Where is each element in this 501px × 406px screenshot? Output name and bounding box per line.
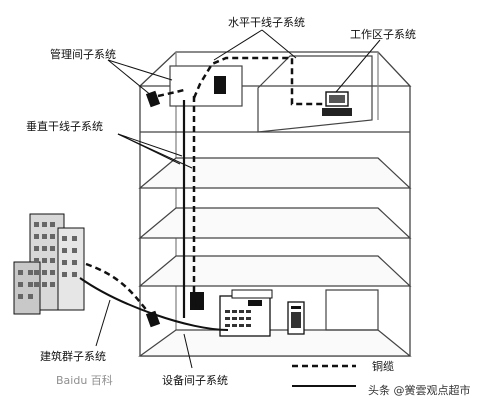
legend: 铜缆 [292,359,394,387]
horizontal-cable-run [192,56,330,106]
pbx-cabinet-icon [219,289,273,337]
label-horizontal: 水平干线子系统 [228,15,305,29]
patch-panel-top-icon [145,90,161,108]
floor-slab-4 [138,207,412,239]
campus-copper [85,262,149,313]
campus-cabling [79,262,229,331]
label-workarea: 工作区子系统 [350,28,416,41]
campus-tower-left [13,261,41,315]
labels: 水平干线子系统 工作区子系统 管理间子系统 垂直干线子系统 建筑群子系统 设备间… [26,15,416,387]
campus-buildings-icon [13,213,85,315]
floor-slabs [138,157,412,357]
watermarks: Baidu 百科 头条 @黉雲观点超市 [56,373,471,397]
mgmt-to-patch [157,88,185,98]
watermark-right: 头条 @黉雲观点超市 [368,383,471,397]
management-room-wall [169,65,243,107]
watermark-left: Baidu 百科 [56,373,113,387]
floor-slab-2 [138,329,412,357]
vertical-backbone [182,96,196,300]
ground-floor-room [325,289,379,331]
rack-top-icon [214,76,226,94]
label-equipment: 设备间子系统 [162,373,228,387]
label-vertical: 垂直干线子系统 [26,119,103,133]
floor-slab-5 [138,157,412,189]
workarea-pc-icon [322,91,352,116]
label-management: 管理间子系统 [50,47,116,61]
label-campus: 建筑群子系统 [40,349,106,363]
management-equipment [145,76,226,108]
top-floor-rooms [140,55,410,133]
workarea-room [257,55,373,133]
leader-lines [95,29,381,369]
equipment-room-back [325,289,379,331]
ground-copper [192,300,206,310]
legend-copper-label: 铜缆 [372,359,394,373]
floor-slab-3 [138,255,412,287]
campus-fiber [79,277,229,331]
server-icon [287,301,305,335]
horizontal-cabling [157,56,330,106]
campus-tower-right [57,227,85,311]
equipment-room [145,289,305,337]
